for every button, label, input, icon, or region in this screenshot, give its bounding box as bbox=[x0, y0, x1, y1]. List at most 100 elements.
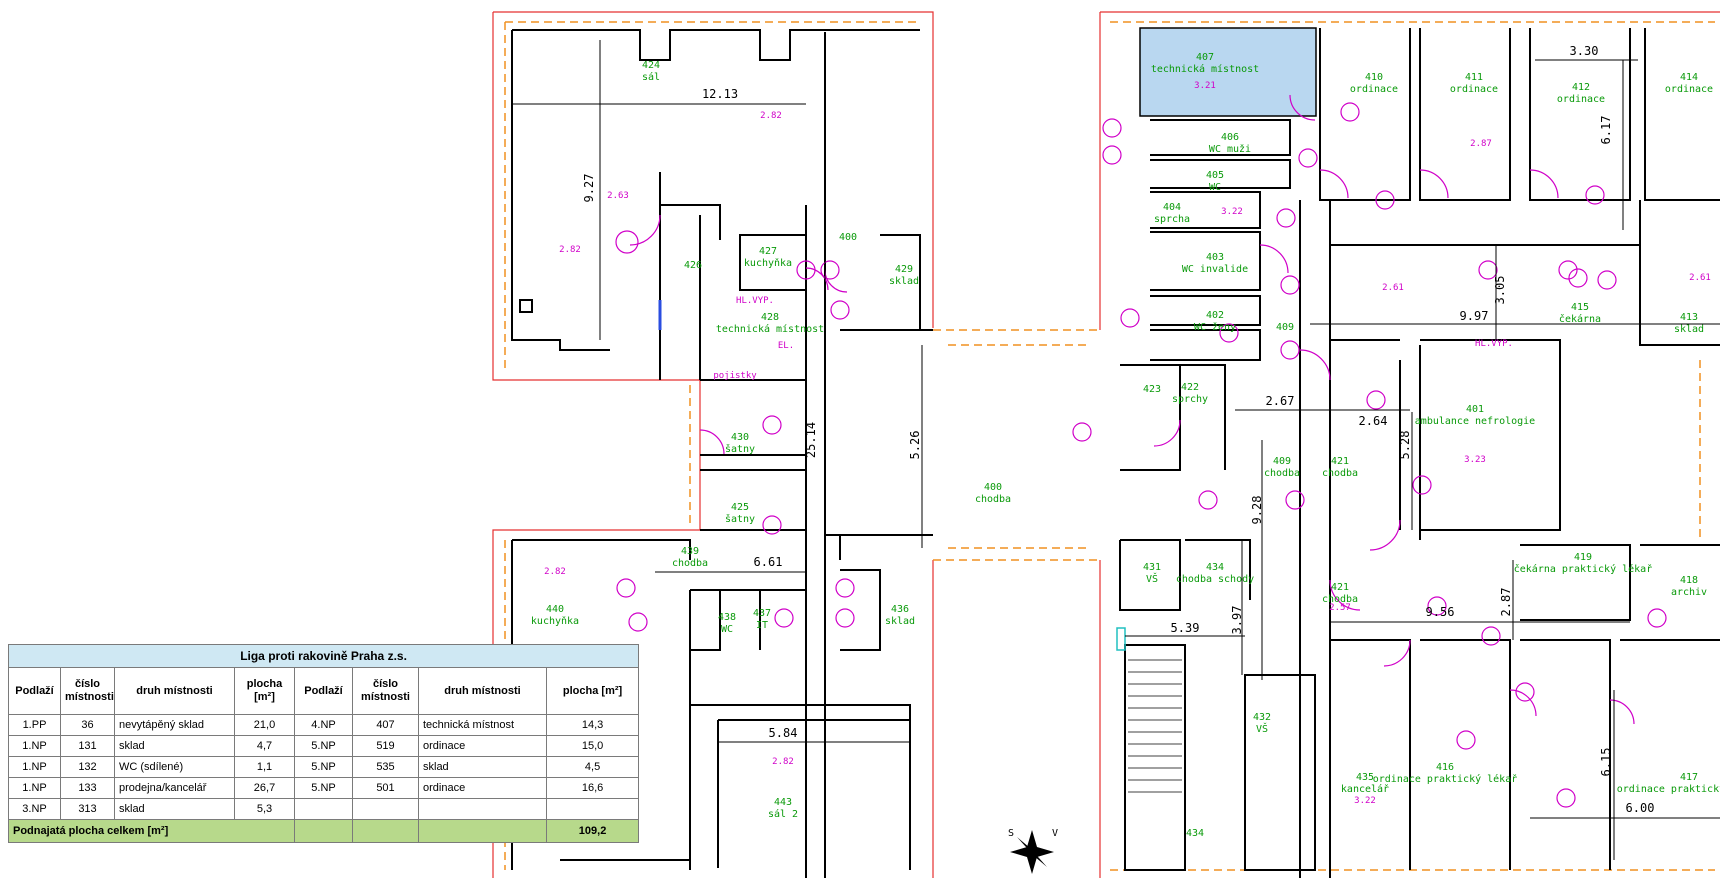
room-name: archiv bbox=[1671, 587, 1707, 598]
col-header: plocha [m²] bbox=[545, 667, 640, 715]
room-number: 403 bbox=[1206, 252, 1224, 263]
right-wing-exterior bbox=[1099, 11, 1720, 878]
room-name: ordinace bbox=[1450, 84, 1498, 95]
room-number: 426 bbox=[684, 260, 702, 271]
room-name: ordinace praktický lékař bbox=[1617, 783, 1720, 795]
room-name: ordinace bbox=[1557, 94, 1605, 105]
room-name: technická místnost bbox=[716, 323, 824, 335]
room-number: 435 bbox=[1356, 772, 1374, 783]
table-cell: 26,7 bbox=[234, 777, 295, 799]
room-number: 413 bbox=[1680, 312, 1698, 323]
table-cell: 1.PP bbox=[8, 714, 61, 736]
dimension-value: 5.28 bbox=[1398, 431, 1412, 460]
room-name: chodba bbox=[1322, 468, 1358, 479]
table-cell: ordinace bbox=[418, 735, 547, 757]
plan-note: HL.VYP. bbox=[1475, 339, 1513, 349]
room-number: 409 bbox=[1276, 322, 1294, 333]
dimension-lines bbox=[512, 40, 1720, 860]
room-name: chodba bbox=[975, 494, 1011, 505]
table-header-row: Podlaží číslo místnosti druh místnosti p… bbox=[8, 667, 640, 715]
dimension-value: 5.39 bbox=[1171, 621, 1200, 635]
room-number: 407 bbox=[1196, 52, 1214, 63]
room-number: 425 bbox=[731, 502, 749, 513]
col-header: druh místnosti bbox=[418, 667, 547, 715]
total-label: Podnajatá plocha celkem [m²] bbox=[8, 819, 295, 843]
dimension-value: 9.28 bbox=[1250, 496, 1264, 525]
table-cell: 21,0 bbox=[234, 714, 295, 736]
table-cell: 4,7 bbox=[234, 735, 295, 757]
room-number: 402 bbox=[1206, 310, 1224, 321]
dimension-value: 9.27 bbox=[582, 174, 596, 203]
table-cell bbox=[352, 798, 419, 820]
room-407-highlight bbox=[1139, 27, 1317, 117]
ceiling-height: 2.82 bbox=[760, 111, 782, 121]
dimension-value: 6.61 bbox=[754, 555, 783, 569]
ceiling-height: 2.87 bbox=[1470, 139, 1492, 149]
table-cell: sklad bbox=[418, 756, 547, 778]
table-cell: 519 bbox=[352, 735, 419, 757]
ceiling-height: 3.22 bbox=[1354, 796, 1376, 806]
plan-notes: HL.VYP. EL. pojistky HL.VYP. bbox=[713, 296, 1513, 381]
room-number: 421 bbox=[1331, 456, 1349, 467]
room-number: 404 bbox=[1163, 202, 1181, 213]
door-tags bbox=[615, 102, 1667, 808]
room-number: 432 bbox=[1253, 712, 1271, 723]
col-header: Podlaží bbox=[294, 667, 353, 715]
dimension-value: 2.64 bbox=[1359, 414, 1388, 428]
north-arrow: S V bbox=[1008, 828, 1058, 874]
room-number: 443 bbox=[774, 797, 792, 808]
dimension-value: 5.84 bbox=[769, 726, 798, 740]
plan-note: pojistky bbox=[713, 371, 757, 381]
room-name: sklad bbox=[889, 276, 919, 287]
room-number: 418 bbox=[1680, 575, 1698, 586]
leased-area-table: Liga proti rakovině Praha z.s. Podlaží č… bbox=[7, 644, 640, 843]
room-number: 412 bbox=[1572, 82, 1590, 93]
table-cell: 15,0 bbox=[545, 735, 640, 757]
room-number: 436 bbox=[891, 604, 909, 615]
col-header: Podlaží bbox=[8, 667, 61, 715]
table-cell: sklad bbox=[114, 798, 235, 820]
room-name: WC bbox=[721, 624, 733, 635]
ceiling-height: 2.82 bbox=[559, 245, 581, 255]
ceiling-height: 2.61 bbox=[1382, 283, 1404, 293]
room-number: 428 bbox=[761, 312, 779, 323]
table-cell: ordinace bbox=[418, 777, 547, 799]
staircase bbox=[1128, 659, 1182, 793]
dimension-value: 9.56 bbox=[1426, 605, 1455, 619]
room-name: WC invalide bbox=[1182, 264, 1248, 275]
room-name: čekárna praktický lékař bbox=[1514, 563, 1652, 575]
compass-v: V bbox=[1052, 828, 1058, 839]
ceiling-height: 3.22 bbox=[1221, 207, 1243, 217]
room-name: sprchy bbox=[1172, 394, 1208, 405]
room-name: chodba bbox=[1322, 594, 1358, 605]
left-wing-walls bbox=[511, 29, 933, 878]
room-name: ordinace praktický lékař bbox=[1373, 773, 1518, 785]
right-wing-facade-dashed bbox=[1110, 21, 1715, 871]
room-number: 431 bbox=[1143, 562, 1161, 573]
plan-note: HL.VYP. bbox=[736, 296, 774, 306]
room-name: sklad bbox=[1674, 324, 1704, 335]
plan-note: EL. bbox=[778, 341, 794, 351]
room-name: chodba schody bbox=[1176, 574, 1254, 585]
room-number: 400 bbox=[839, 232, 857, 243]
room-number: 419 bbox=[1574, 552, 1592, 563]
room-number: 411 bbox=[1465, 72, 1483, 83]
room-number: 421 bbox=[1331, 582, 1349, 593]
dimension-value: 12.13 bbox=[702, 87, 738, 101]
connecting-corridor bbox=[933, 329, 1100, 561]
room-number: 423 bbox=[1143, 384, 1161, 395]
dimension-value: 2.67 bbox=[1266, 394, 1295, 408]
room-name: sál bbox=[642, 71, 660, 83]
table-cell: 1,1 bbox=[234, 756, 295, 778]
table-cell: 1.NP bbox=[8, 756, 61, 778]
room-name: WC ženy bbox=[1194, 321, 1236, 333]
room-name: chodba bbox=[1264, 468, 1300, 479]
room-number: 437 bbox=[753, 608, 771, 619]
